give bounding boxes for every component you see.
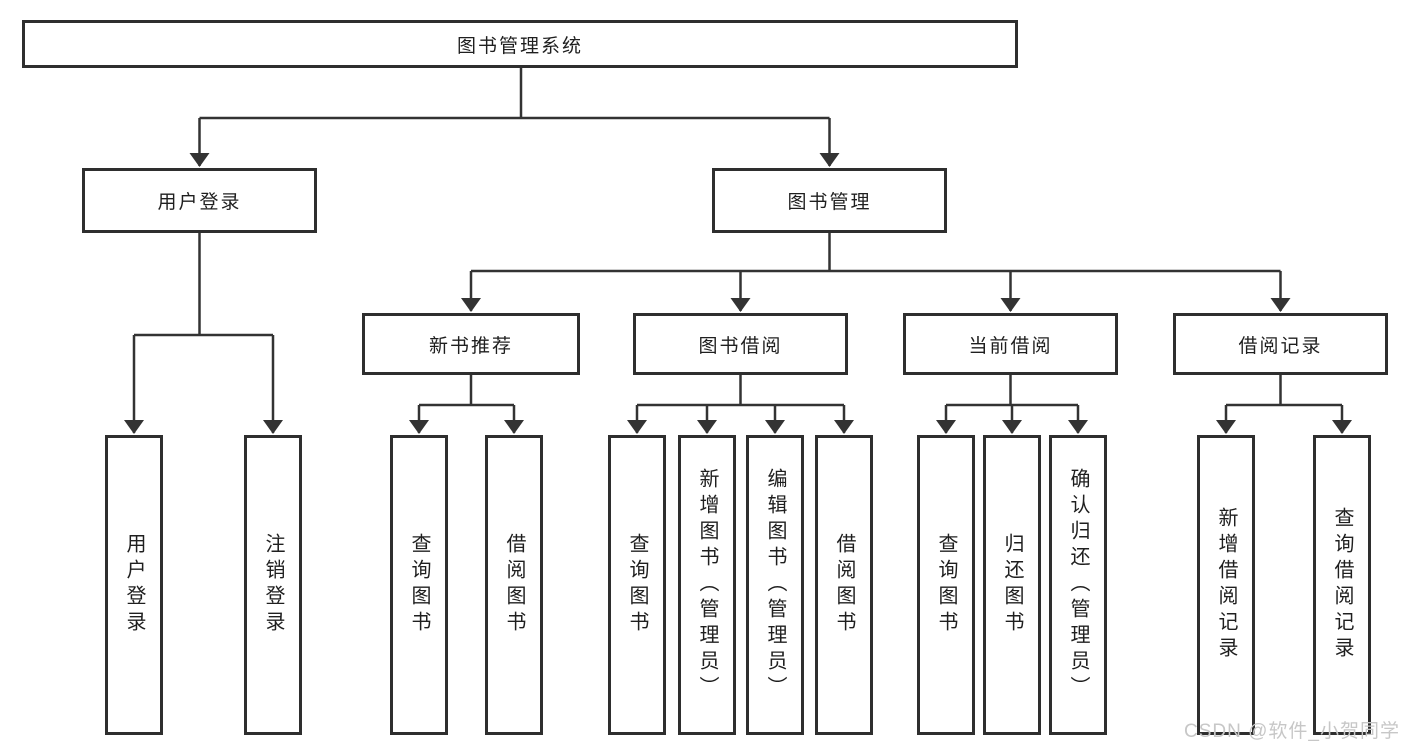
leaf-edit-books-admin: 编辑图书（管理员） xyxy=(746,435,804,735)
leaf-user-login: 用户登录 xyxy=(105,435,163,735)
node-label: 图书借阅 xyxy=(698,335,783,357)
node-label: 借阅图书 xyxy=(833,533,855,637)
node-label: 注销登录 xyxy=(262,533,284,637)
leaf-query-borrow-record: 查询借阅记录 xyxy=(1313,435,1371,735)
node-label: 借阅记录 xyxy=(1238,335,1323,357)
node-label: 新增借阅记录 xyxy=(1215,507,1237,663)
node-label: 新增图书（管理员） xyxy=(696,468,718,702)
node-label: 图书管理系统 xyxy=(456,35,583,57)
leaf-add-borrow-record: 新增借阅记录 xyxy=(1197,435,1255,735)
node-label: 查询借阅记录 xyxy=(1331,507,1353,663)
node-label: 图书管理 xyxy=(787,192,872,213)
node-new-book-recommend: 新书推荐 xyxy=(362,313,580,375)
node-root: 图书管理系统 xyxy=(22,20,1018,68)
node-label: 用户登录 xyxy=(123,533,145,637)
node-label: 新书推荐 xyxy=(428,335,513,357)
node-label: 查询图书 xyxy=(935,533,957,637)
node-label: 当前借阅 xyxy=(968,335,1053,357)
node-label: 查询图书 xyxy=(626,533,648,637)
node-book-borrowing: 图书借阅 xyxy=(633,313,848,375)
leaf-query-books-borrowing: 查询图书 xyxy=(608,435,666,735)
node-book-management: 图书管理 xyxy=(712,168,947,233)
node-label: 编辑图书（管理员） xyxy=(764,468,786,702)
leaf-borrow-books-recommend: 借阅图书 xyxy=(485,435,543,735)
leaf-confirm-return-admin: 确认归还（管理员） xyxy=(1049,435,1107,735)
leaf-return-books: 归还图书 xyxy=(983,435,1041,735)
node-label: 确认归还（管理员） xyxy=(1067,468,1089,702)
node-borrowing-records: 借阅记录 xyxy=(1173,313,1388,375)
leaf-query-books-current: 查询图书 xyxy=(917,435,975,735)
leaf-add-books-admin: 新增图书（管理员） xyxy=(678,435,736,735)
node-label: 用户登录 xyxy=(157,192,242,213)
node-label: 归还图书 xyxy=(1001,533,1023,637)
leaf-logout: 注销登录 xyxy=(244,435,302,735)
leaf-query-books-recommend: 查询图书 xyxy=(390,435,448,735)
csdn-watermark: CSDN @软件_小贺同学 xyxy=(1184,721,1400,742)
leaf-borrow-books-borrowing: 借阅图书 xyxy=(815,435,873,735)
node-user-login: 用户登录 xyxy=(82,168,317,233)
node-label: 借阅图书 xyxy=(503,533,525,637)
node-label: 查询图书 xyxy=(408,533,430,637)
node-current-borrowing: 当前借阅 xyxy=(903,313,1118,375)
